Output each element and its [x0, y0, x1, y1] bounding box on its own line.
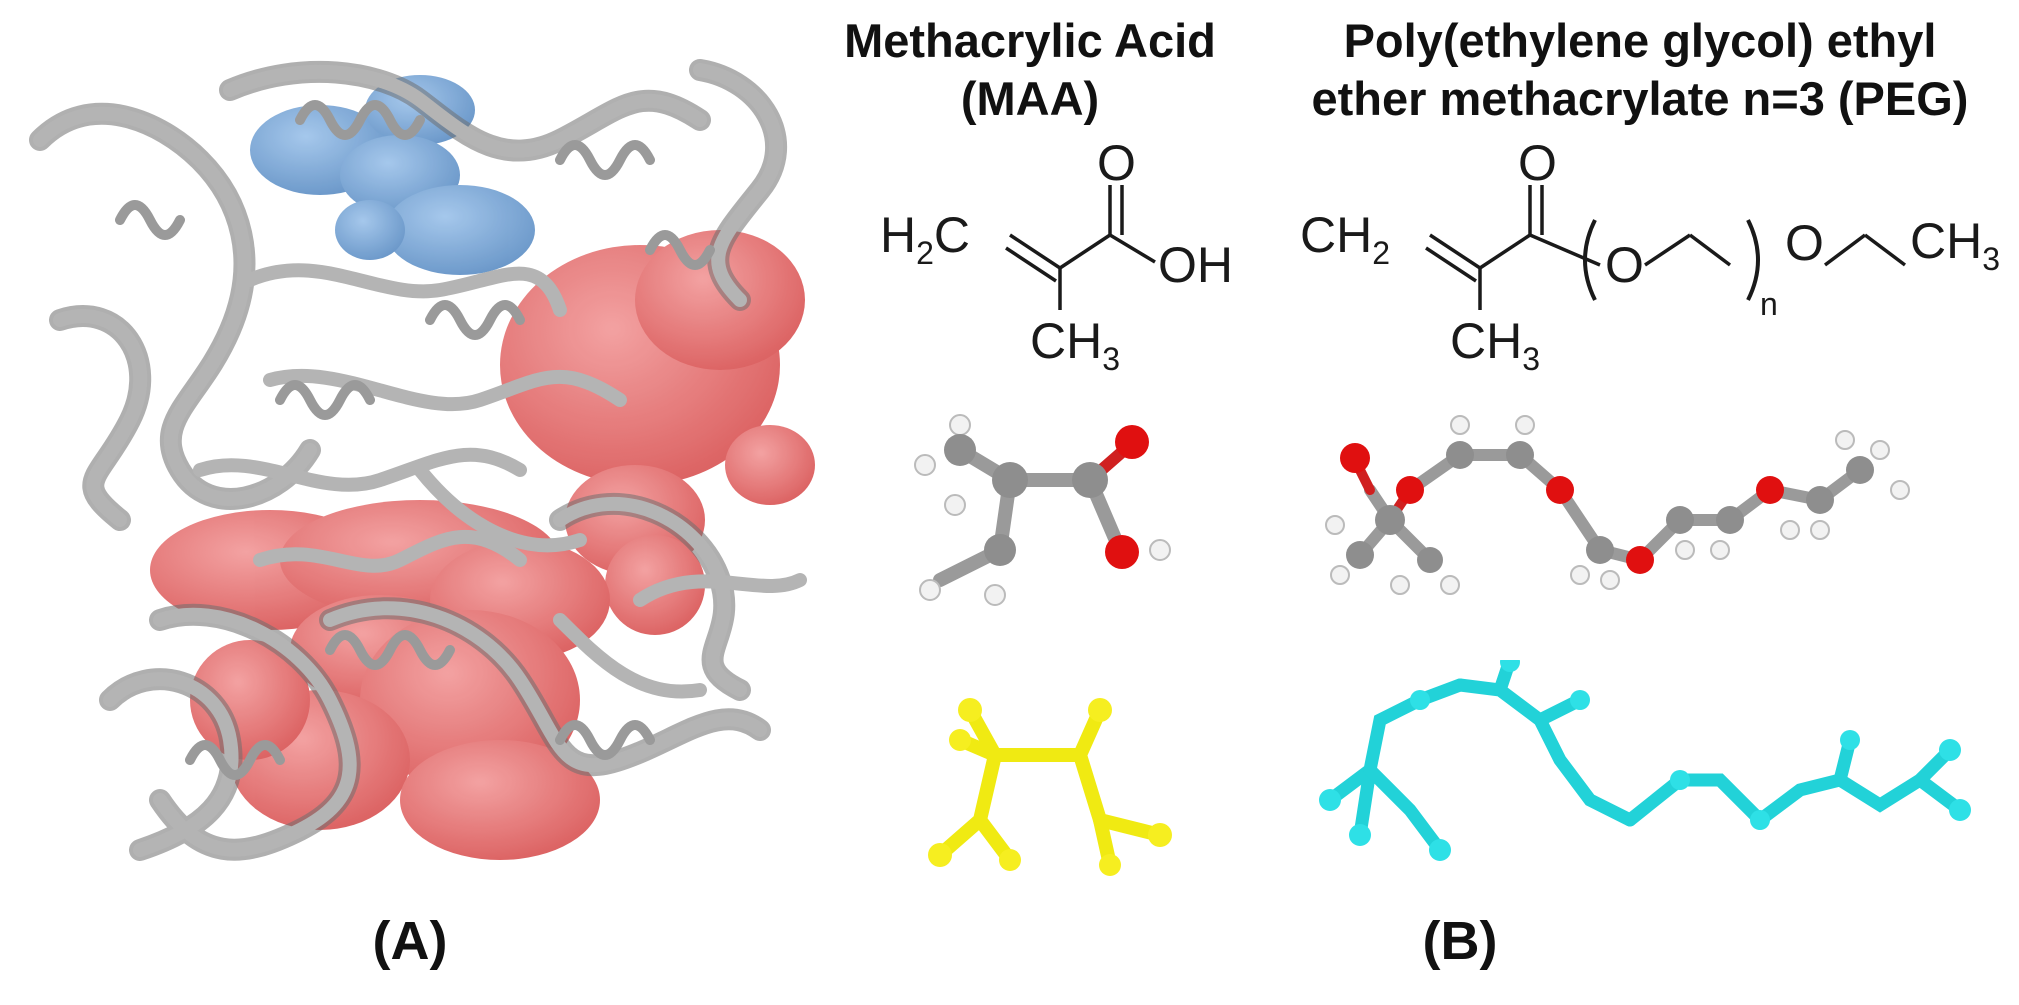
maa-title-line1: Methacrylic Acid — [844, 14, 1216, 67]
maa-carbonyl-o: O — [1097, 140, 1136, 191]
panel-b-label: (B) — [1422, 911, 1498, 971]
peg-terminal-methyl: CH — [1910, 213, 1982, 269]
svg-text:CH3: CH3 — [1030, 313, 1120, 377]
maa-methyl-subscript: 3 — [1102, 341, 1120, 377]
maa-methyl: CH — [1030, 313, 1102, 369]
maa-title-line2: (MAA) — [960, 72, 1100, 125]
svg-text:CH2: CH2 — [1300, 207, 1390, 271]
peg-methyl: CH — [1450, 313, 1522, 369]
protein-ribbon — [29, 59, 807, 861]
peg-ether-o: O — [1785, 215, 1824, 271]
peg-ester-o: O — [1605, 237, 1644, 293]
peg-methyl-subscript: 3 — [1522, 341, 1540, 377]
maa-title: Methacrylic Acid (MAA) — [820, 12, 1240, 128]
maa-ball-and-stick-model — [914, 414, 1171, 606]
peg-ball-and-stick-model — [1325, 415, 1910, 595]
peg-repeat-n: n — [1760, 286, 1778, 322]
peg-title: Poly(ethylene glycol) ethyl ether methac… — [1270, 12, 2010, 128]
panel-a-label: (A) — [372, 911, 448, 971]
maa-h-atom: H — [880, 207, 916, 263]
peg-stick-model — [1319, 660, 1971, 861]
peg-title-line2: ether methacrylate n=3 (PEG) — [1311, 72, 1969, 125]
maa-h-subscript: 2 — [916, 235, 934, 271]
peg-carbonyl-o: O — [1518, 140, 1557, 191]
peg-ch2: CH — [1300, 207, 1372, 263]
binding-pocket-blue — [250, 75, 535, 275]
peg-terminal-methyl-subscript: 3 — [1982, 241, 2000, 277]
svg-text:CH3: CH3 — [1450, 313, 1540, 377]
peg-ch2-subscript: 2 — [1372, 235, 1390, 271]
maa-c-atom: C — [934, 207, 970, 263]
maa-hydroxyl: OH — [1158, 237, 1233, 293]
svg-text:CH3: CH3 — [1910, 213, 2000, 277]
svg-text:H2C: H2C — [880, 207, 970, 271]
maa-stick-model — [928, 698, 1172, 876]
maa-structural-formula: H2C O OH CH3 — [880, 140, 1233, 377]
peg-structural-formula: CH2 O O n O CH3 CH3 — [1300, 140, 2000, 377]
protein-structure-image — [29, 59, 815, 861]
peg-title-line1: Poly(ethylene glycol) ethyl — [1343, 14, 1937, 67]
